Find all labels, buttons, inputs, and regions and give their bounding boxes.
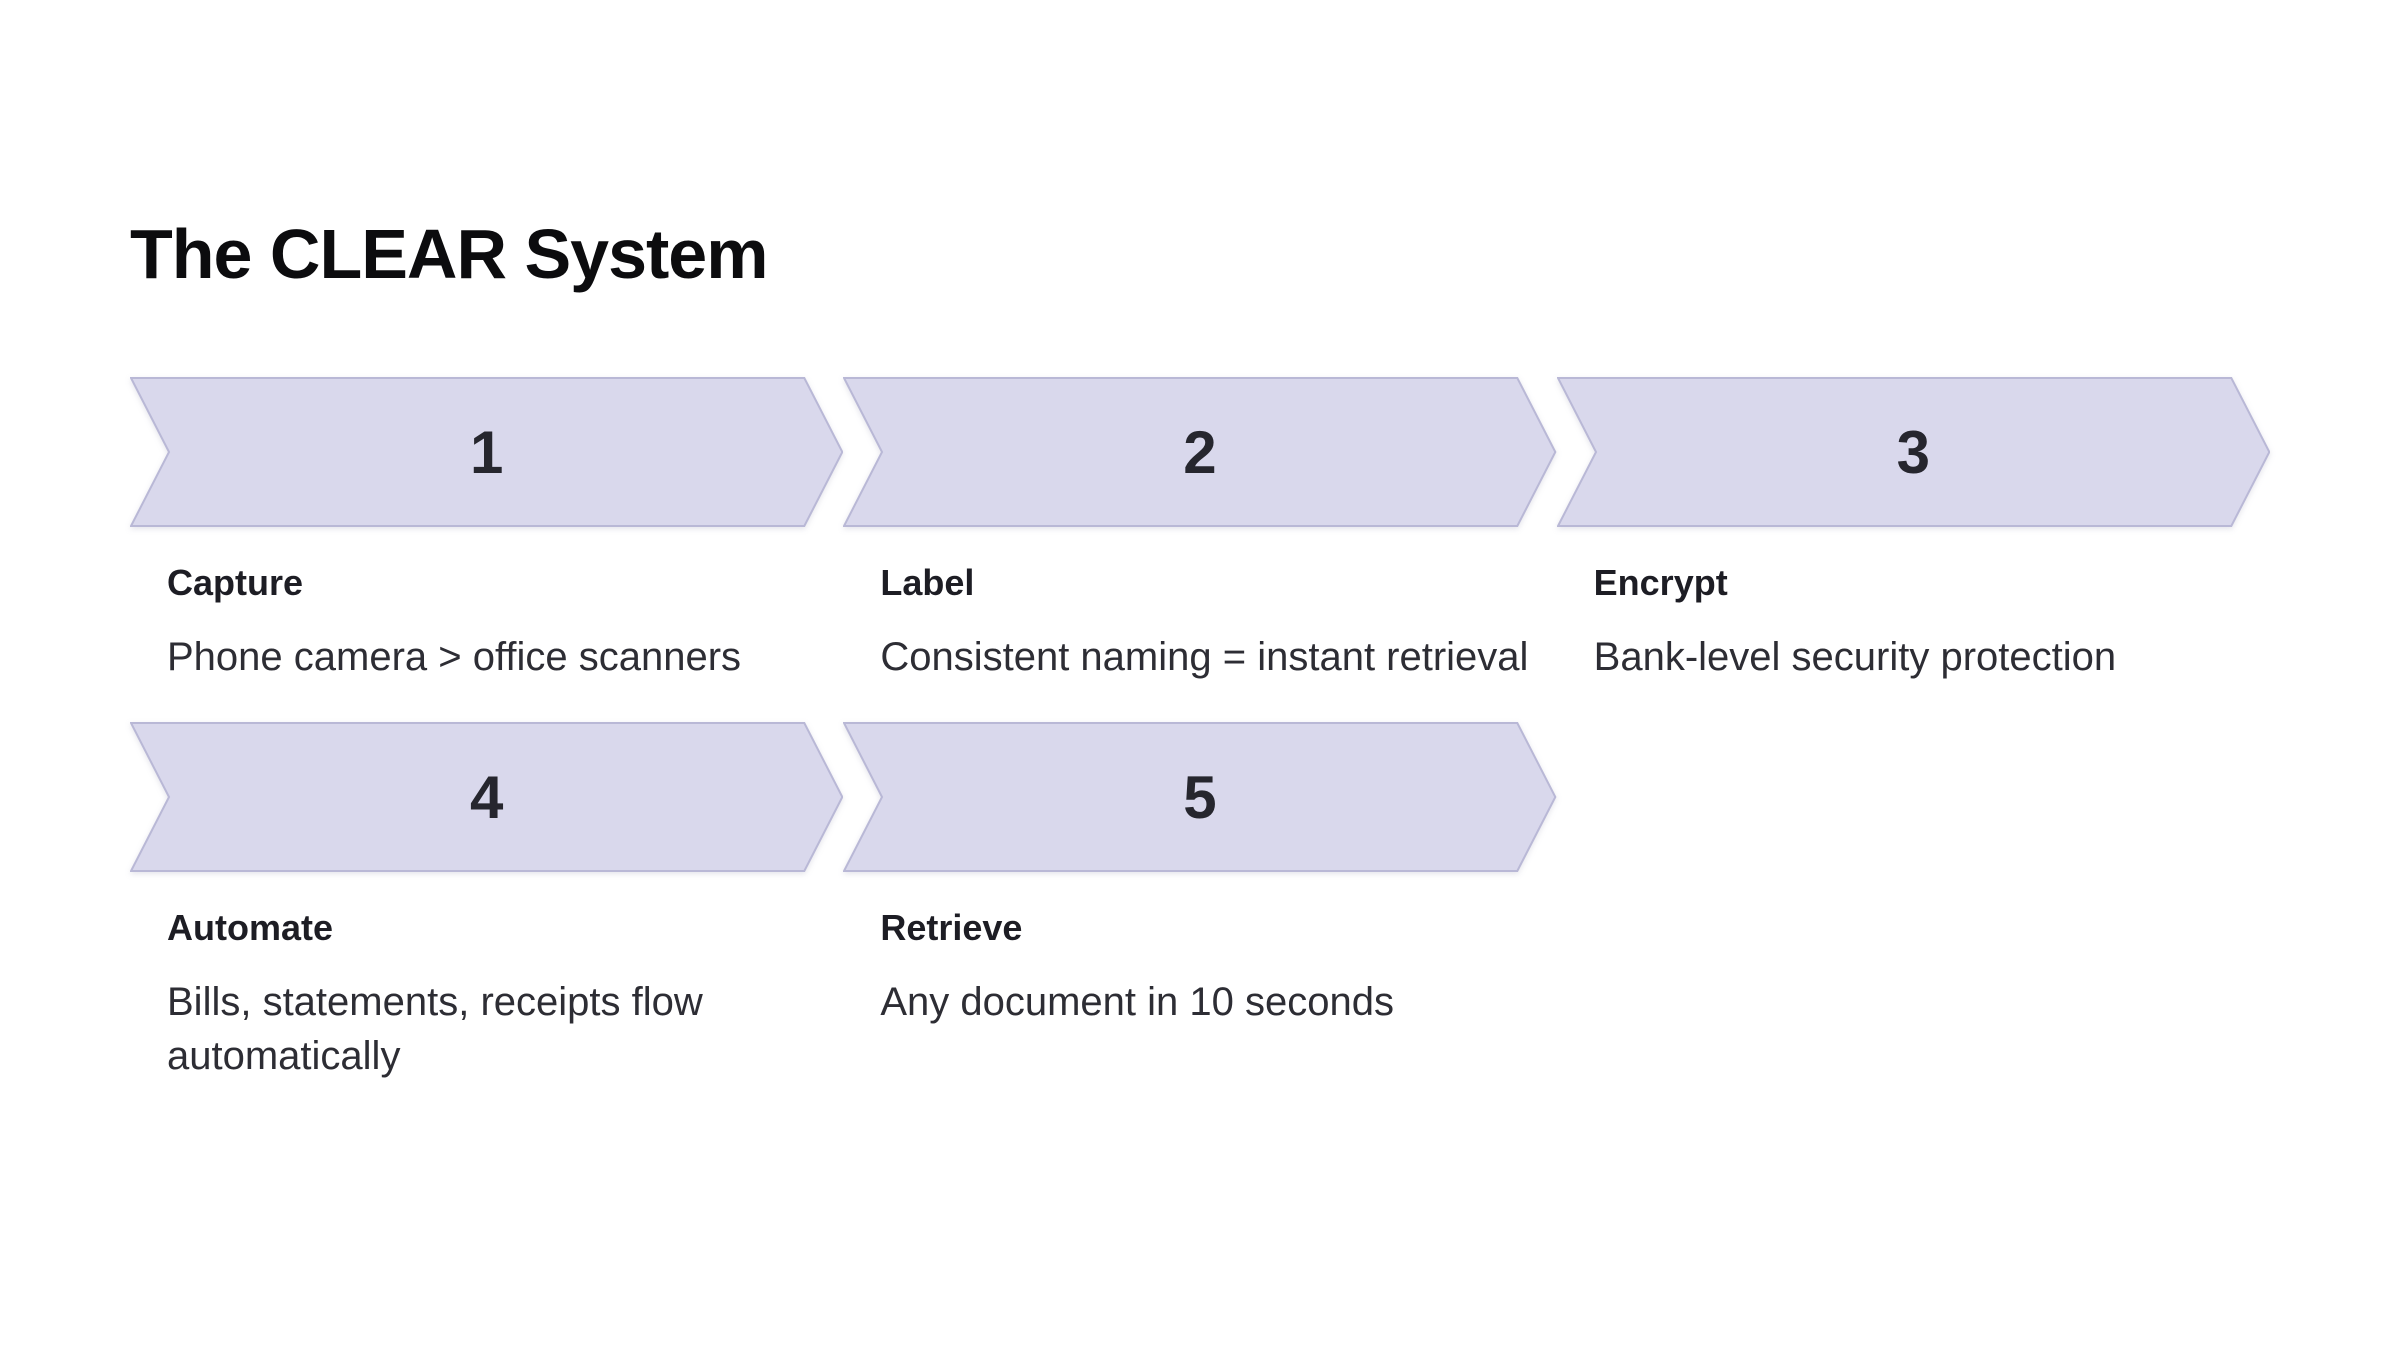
chevron-arrow-shape bbox=[843, 722, 1557, 873]
step-description: Consistent naming = instant retrieval bbox=[880, 635, 1529, 680]
chevron-arrow-shape bbox=[130, 722, 844, 873]
step-label: Retrieve bbox=[880, 907, 1023, 949]
step-number: 2 bbox=[1183, 418, 1217, 486]
step-label: Label bbox=[880, 562, 975, 603]
chevron-arrow-shape bbox=[130, 377, 844, 527]
step-3-chevron: 3 bbox=[1556, 377, 2270, 527]
step-description: Bills, statements, receipts flow automat… bbox=[167, 980, 703, 1079]
step-number: 4 bbox=[469, 763, 504, 831]
step-2-chevron: 2 bbox=[843, 377, 1557, 527]
page-title: The CLEAR System bbox=[130, 215, 768, 293]
chevron-arrow-polygon bbox=[130, 722, 844, 873]
step-4: 4 Automate Bills, statements, receipts f… bbox=[130, 722, 844, 1083]
chevron-arrow-polygon bbox=[843, 722, 1557, 873]
chevron-arrow-shape bbox=[843, 377, 1557, 527]
step-label: Capture bbox=[167, 562, 304, 603]
step-label: Automate bbox=[167, 907, 334, 949]
chevron-arrow-polygon bbox=[1556, 377, 2270, 527]
process-diagram: 1 Capture Phone camera > office scanners… bbox=[130, 377, 2270, 1083]
step-5-chevron: 5 bbox=[843, 722, 1557, 873]
step-description: Bank-level security protection bbox=[1593, 635, 2117, 680]
step-description: Any document in 10 seconds bbox=[880, 980, 1394, 1025]
chevron-arrow-polygon bbox=[130, 377, 844, 527]
step-5: 5 Retrieve Any document in 10 seconds bbox=[843, 722, 1557, 1083]
chevron-arrow-shape bbox=[1556, 377, 2270, 527]
step-2: 2 Label Consistent naming = instant retr… bbox=[843, 377, 1557, 684]
step-number: 5 bbox=[1183, 763, 1217, 831]
step-1-chevron: 1 bbox=[130, 377, 844, 527]
step-number: 1 bbox=[469, 418, 504, 486]
chevron-arrow-polygon bbox=[843, 377, 1557, 527]
step-number: 3 bbox=[1896, 418, 1930, 486]
step-label: Encrypt bbox=[1593, 562, 1728, 603]
step-1: 1 Capture Phone camera > office scanners bbox=[130, 377, 844, 684]
step-description: Phone camera > office scanners bbox=[167, 635, 742, 680]
step-3: 3 Encrypt Bank-level security protection bbox=[1556, 377, 2270, 684]
step-4-chevron: 4 bbox=[130, 722, 844, 873]
